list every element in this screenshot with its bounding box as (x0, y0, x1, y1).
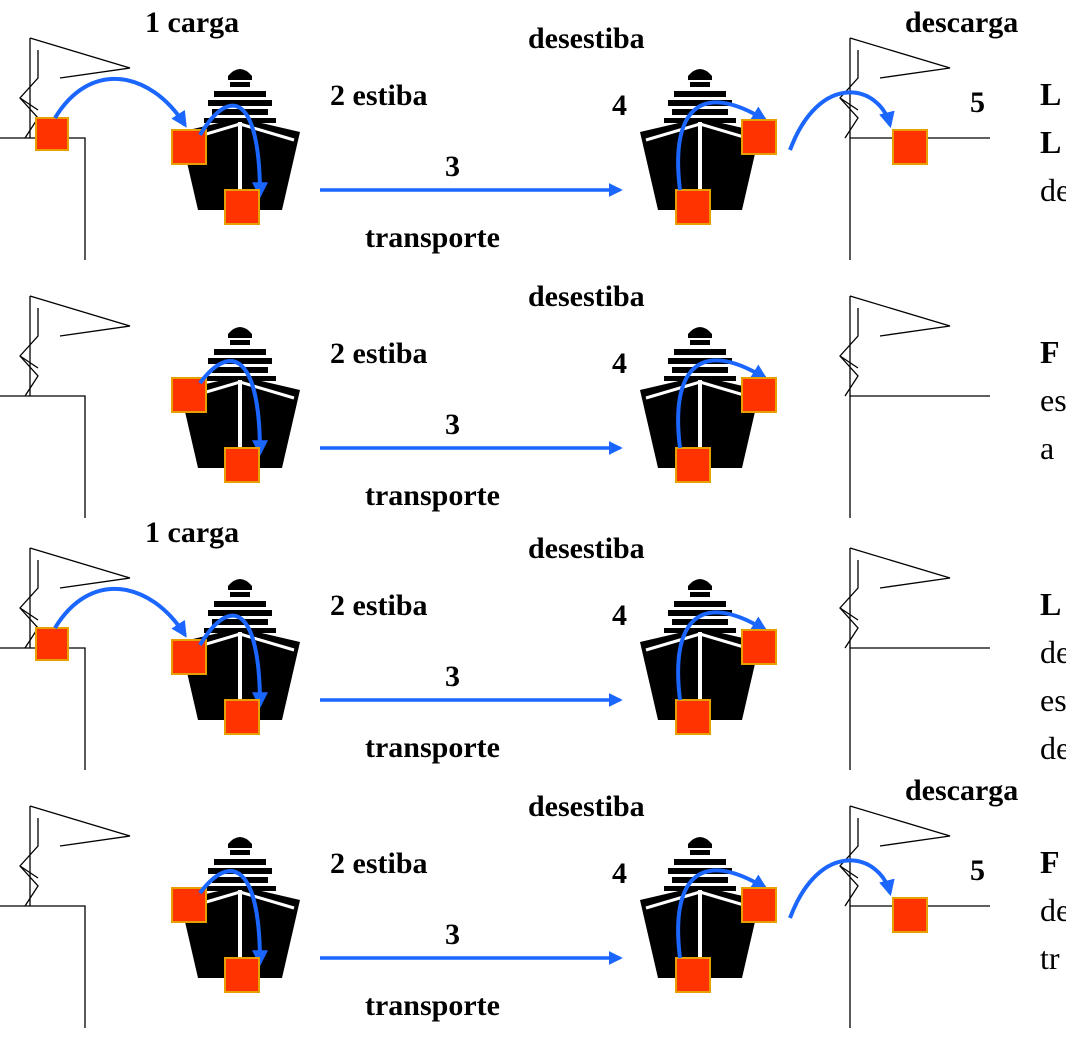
container-on-deck-icon (171, 129, 207, 165)
left-dock-icon (0, 905, 86, 1028)
load-arrow (53, 587, 187, 638)
container-on-deck-icon (171, 639, 207, 675)
label-step-4: 4 (612, 89, 627, 122)
label-estiba: 2 estiba (330, 847, 428, 880)
label-desestiba: desestiba (528, 280, 645, 313)
label-desestiba: desestiba (528, 22, 645, 55)
container-on-deck-icon (171, 887, 207, 923)
unstow-arrow (676, 868, 768, 959)
crane-icon (839, 805, 951, 907)
container-on-dock-icon (892, 129, 928, 165)
side-text-fragment: F (1040, 334, 1060, 370)
side-text-fragment: de (1040, 892, 1066, 928)
label-transporte: transporte (365, 221, 500, 254)
unstow-arrow (676, 100, 768, 191)
container-on-deck-icon (741, 887, 777, 923)
unstow-arrow (676, 358, 768, 449)
container-in-hold-icon (675, 699, 711, 735)
container-on-deck-icon (741, 119, 777, 155)
label-carga: 1 carga (145, 6, 239, 39)
stow-arrow (198, 613, 268, 709)
unstow-arrow (676, 610, 768, 701)
container-in-hold-icon (675, 447, 711, 483)
stow-arrow (198, 359, 268, 457)
crane-icon (19, 805, 131, 907)
label-desestiba: desestiba (528, 790, 645, 823)
container-in-hold-icon (224, 447, 260, 483)
process-row-4: 2 estiba 3 transporte 4 desestiba 5 descargaFd… (0, 774, 1066, 1028)
unload-arrow (788, 858, 895, 919)
left-dock-icon (0, 647, 86, 770)
label-step-3: 3 (445, 408, 460, 441)
left-dock-icon (0, 395, 86, 518)
side-text-fragment: de (1040, 634, 1066, 670)
container-on-dock-icon (35, 117, 69, 151)
label-estiba: 2 estiba (330, 79, 428, 112)
crane-icon (839, 295, 951, 397)
label-descarga: descarga (905, 774, 1018, 807)
label-transporte: transporte (365, 479, 500, 512)
crane-icon (839, 547, 951, 649)
side-text-fragment: es (1040, 682, 1066, 718)
label-step-3: 3 (445, 660, 460, 693)
label-step-4: 4 (612, 347, 627, 380)
container-in-hold-icon (675, 189, 711, 225)
side-text-fragment: L (1040, 124, 1061, 160)
label-step-5: 5 (970, 86, 985, 119)
crane-icon (839, 37, 951, 139)
label-transporte: transporte (365, 731, 500, 764)
container-on-dock-icon (35, 627, 69, 661)
side-text-fragment: L (1040, 76, 1061, 112)
crane-icon (19, 295, 131, 397)
process-row-1: 1 carga 2 estiba 3 transporte 4 desestiba 5 des… (0, 6, 1066, 260)
label-estiba: 2 estiba (330, 337, 428, 370)
load-arrow (53, 77, 187, 128)
label-transporte: transporte (365, 989, 500, 1022)
stow-arrow (198, 103, 268, 199)
container-on-dock-icon (892, 897, 928, 933)
container-on-deck-icon (171, 377, 207, 413)
container-on-deck-icon (741, 629, 777, 665)
container-in-hold-icon (224, 189, 260, 225)
side-text-fragment: L (1040, 586, 1061, 622)
container-in-hold-icon (224, 699, 260, 735)
side-text-fragment: es (1040, 382, 1066, 418)
container-in-hold-icon (675, 957, 711, 993)
label-step-4: 4 (612, 599, 627, 632)
side-text-fragment: de (1040, 730, 1066, 766)
container-on-deck-icon (741, 377, 777, 413)
stow-arrow (198, 869, 268, 967)
unload-arrow (788, 90, 895, 151)
label-step-4: 4 (612, 857, 627, 890)
label-step-3: 3 (445, 150, 460, 183)
label-estiba: 2 estiba (330, 589, 428, 622)
label-desestiba: desestiba (528, 532, 645, 565)
label-step-5: 5 (970, 854, 985, 887)
container-in-hold-icon (224, 957, 260, 993)
left-dock-icon (0, 137, 86, 260)
side-text-fragment: a (1040, 430, 1054, 466)
label-descarga: descarga (905, 6, 1018, 39)
right-dock-icon (849, 647, 990, 770)
label-carga: 1 carga (145, 516, 239, 549)
side-text-fragment: tr (1040, 940, 1060, 976)
side-text-fragment: F (1040, 844, 1060, 880)
side-text-fragment: de (1040, 172, 1066, 208)
label-step-3: 3 (445, 918, 460, 951)
right-dock-icon (849, 395, 990, 518)
